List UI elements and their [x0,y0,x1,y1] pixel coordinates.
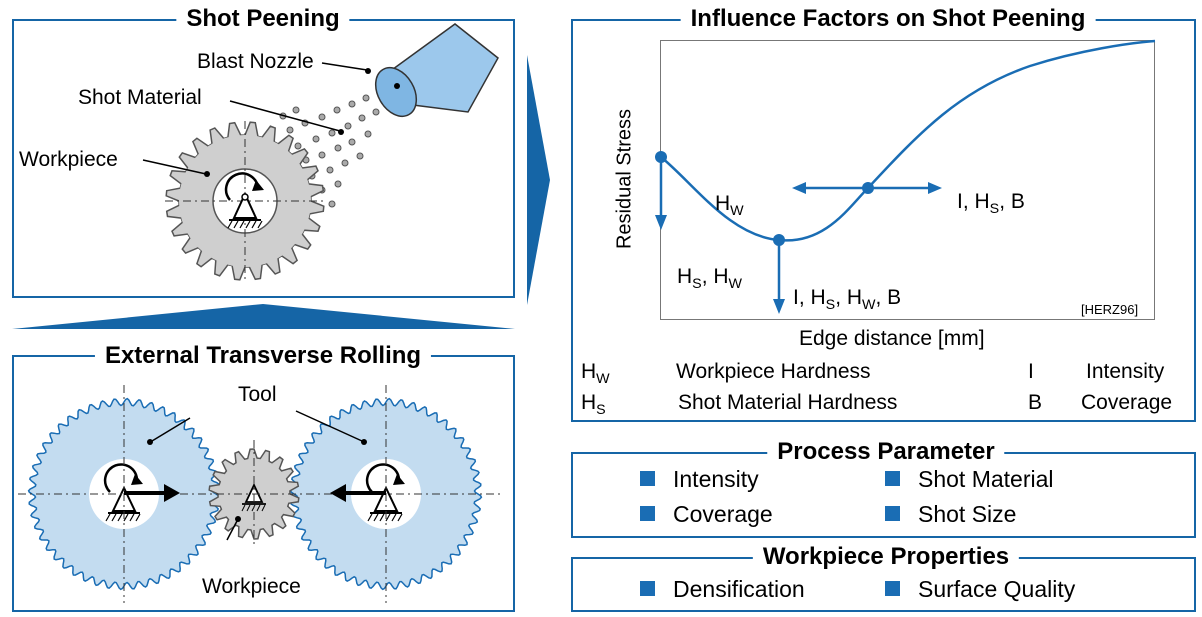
process-item-shot-size: Shot Size [885,501,1016,527]
annotation-hs-hw: HS, HW [677,265,742,292]
legend-row-1-symbol: HW [581,360,610,387]
shot-particles [279,94,380,208]
process-item-shot-material: Shot Material [885,466,1054,492]
legend-row-1-desc: Workpiece Hardness [676,360,871,383]
legend-row-1-symbol2: I [1028,360,1034,383]
legend-row-2-desc: Shot Material Hardness [678,391,898,414]
shot-material-label: Shot Material [78,86,202,109]
legend-row-2-symbol: HS [581,391,606,418]
process-item-coverage: Coverage [640,501,773,527]
property-item-densification: Densification [640,576,805,602]
annotation-i-hs-b: I, HS, B [957,190,1025,217]
residual-stress-curve [660,39,1156,242]
y-axis-label: Residual Stress [613,108,636,250]
workpiece-properties-title: Workpiece Properties [752,544,1020,570]
legend-row-2-symbol2: B [1028,391,1043,414]
rolling-title: External Transverse Rolling [94,343,432,369]
influence-title: Influence Factors on Shot Peening [680,6,1096,32]
tool-label: Tool [238,383,277,406]
x-axis-label: Edge distance [mm] [799,327,985,350]
blast-nozzle-icon [374,23,499,117]
annotation-hw: HW [715,192,744,219]
process-item-intensity: Intensity [640,466,759,492]
rolling-illustration [18,385,500,603]
source-label: [HERZ96] [1081,302,1139,317]
legend-row-2-desc2: Coverage [1081,391,1173,414]
blast-nozzle-label: Blast Nozzle [197,50,314,73]
rolling-workpiece-label: Workpiece [202,575,301,598]
process-parameter-title: Process Parameter [767,439,1005,465]
shot-peening-illustration [142,23,499,281]
influence-panel [571,19,1196,422]
legend-row-1-desc2: Intensity [1086,360,1165,383]
property-item-surface-quality: Surface Quality [885,576,1075,602]
shot-peening-title: Shot Peening [176,6,350,32]
workpiece-label: Workpiece [19,148,118,171]
workpiece-gear-icon [165,121,325,281]
annotation-i-hs-hw-b: I, HS, HW, B [793,286,902,313]
